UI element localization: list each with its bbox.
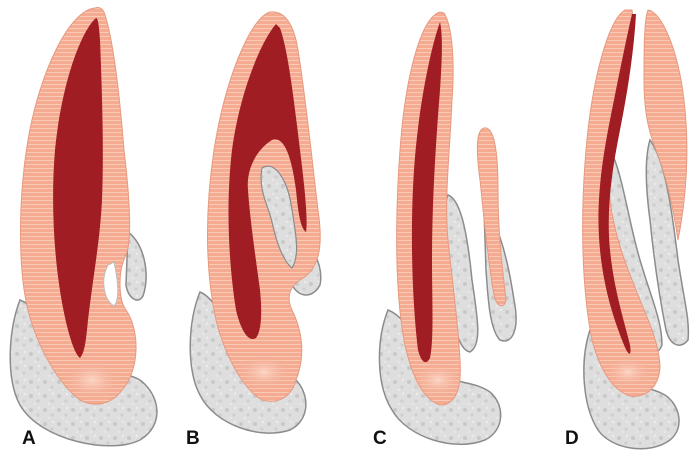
- panel-c: [379, 12, 516, 444]
- panel-b: [190, 12, 321, 433]
- panel-d: [583, 10, 689, 449]
- apex-glow-c: [412, 362, 464, 398]
- tooth-fragment-c: [477, 128, 506, 306]
- panel-label-c: C: [373, 428, 387, 449]
- apex-glow-b: [236, 354, 292, 390]
- panel-label-b: B: [186, 428, 200, 449]
- panel-label-a: A: [22, 428, 36, 449]
- apex-glow-d: [604, 356, 652, 388]
- apex-glow-a: [62, 360, 122, 400]
- panel-a: [10, 7, 157, 445]
- panel-label-d: D: [565, 428, 579, 449]
